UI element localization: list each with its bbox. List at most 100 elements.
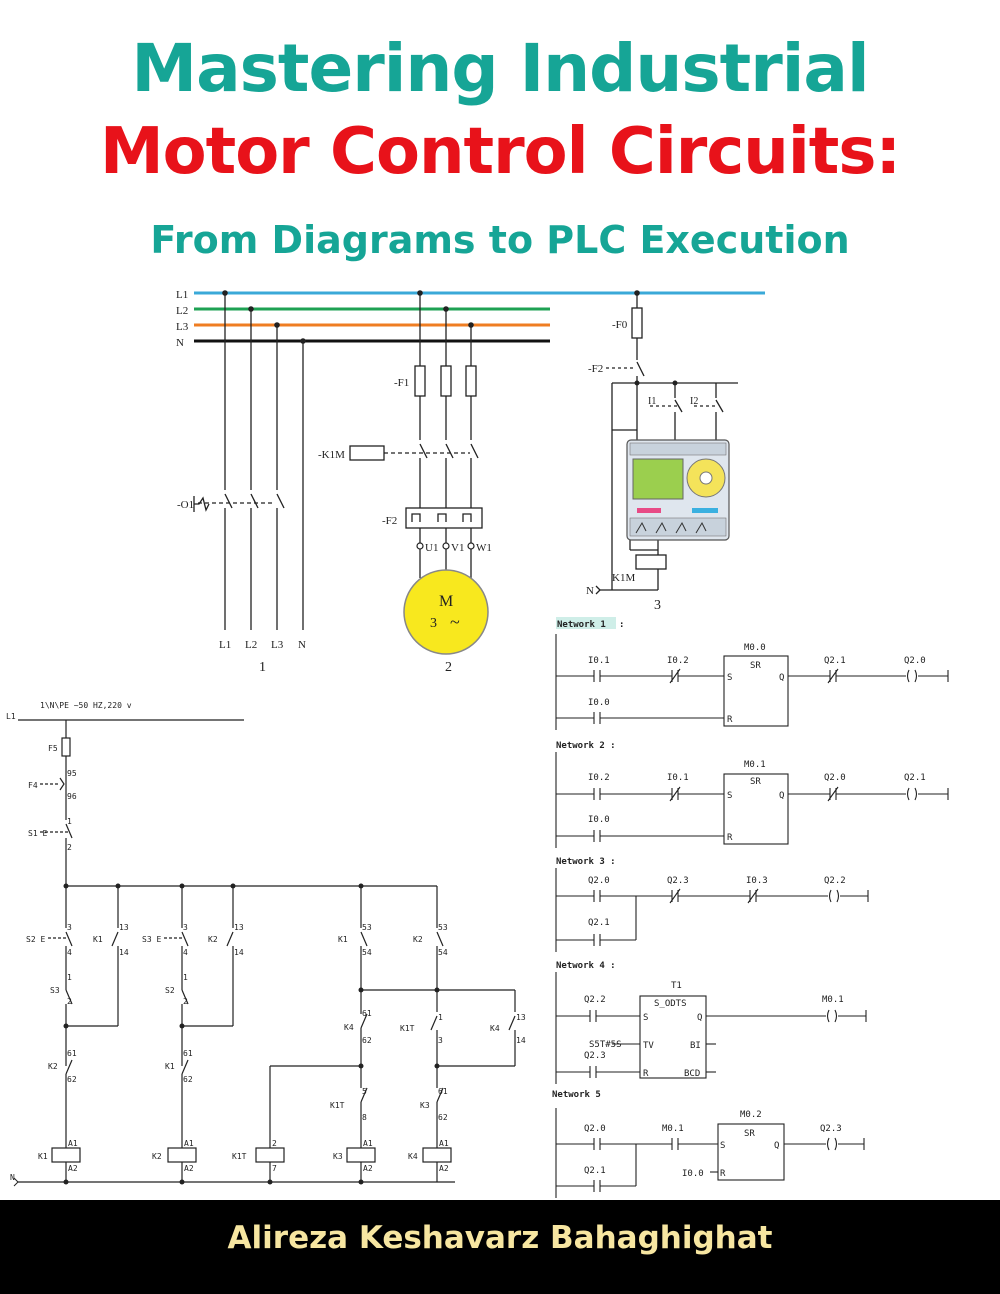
c2-s2: S2 [165,986,175,995]
motor-3: 3 [430,616,437,631]
ctrl-s1-2: 2 [67,843,72,852]
c1-a2: A2 [68,1164,78,1173]
title-line-2: Motor Control Circuits: [99,115,901,189]
terminal-v1: V1 [451,542,464,554]
bus-label-l1: L1 [176,289,188,301]
c4-k4: K4 [344,1023,354,1032]
c3-2: 2 [272,1139,277,1148]
circuit-number-3: 3 [654,598,661,613]
circuit-number-2: 2 [445,660,452,675]
motor-tilde: ~ [450,612,460,632]
c2-s3: S3 E [142,935,161,944]
c4-5: 5 [362,1087,367,1096]
bottom-n: N [298,639,306,651]
c4-k1t: K1T [330,1101,345,1110]
c5-53: 53 [438,923,448,932]
bus-label-n: N [176,337,184,349]
c5-a1: A1 [439,1139,449,1148]
c4-8: 8 [362,1113,367,1122]
n5-sr: SR [744,1129,755,1139]
bottom-l3: L3 [271,639,284,651]
n3-q22: Q2.2 [824,876,846,886]
n2-i02: I0.2 [588,773,610,783]
network-3-title: Network 3 : [556,857,616,867]
label-n-plc: N [586,585,594,597]
n5-m02: M0.2 [740,1110,762,1120]
n4-q: Q [697,1013,702,1023]
c4-61: 61 [362,1009,372,1018]
label-f0: -F0 [612,319,628,331]
c4-coil-k3: K3 [333,1152,343,1161]
ctrl-f5: F5 [48,744,58,753]
c4-54: 54 [362,948,372,957]
n1-q: Q [779,673,784,683]
n2-i00: I0.0 [588,815,610,825]
n4-q23: Q2.3 [584,1051,606,1061]
network-2-title: Network 2 : [556,741,616,751]
n4-t1: T1 [671,981,682,991]
supply-label: 1\N\PE ~50 HZ,220 v [40,701,132,710]
label-f2: -F2 [382,515,397,527]
bottom-l1: L1 [219,639,231,651]
n1-i00: I0.0 [588,698,610,708]
ctrl-96: 96 [67,792,77,801]
n5-m01: M0.1 [662,1124,684,1134]
c5-13: 13 [516,1013,526,1022]
c1-s3-1: 1 [67,973,72,982]
c2-61: 61 [183,1049,193,1058]
c1-s3-2: 2 [67,997,72,1006]
n4-r: R [643,1069,649,1079]
c4-62: 62 [362,1036,372,1045]
c5-62: 62 [438,1113,448,1122]
c1-a1: A1 [68,1139,78,1148]
n1-m00: M0.0 [744,643,766,653]
c5-1: 1 [438,1013,443,1022]
c5-54: 54 [438,948,448,957]
ctrl-n: N [10,1173,15,1182]
c2-s2-2: 2 [183,997,188,1006]
n5-q20: Q2.0 [584,1124,606,1134]
c1-coil-k1: K1 [38,1152,48,1161]
c2-13: 13 [234,923,244,932]
network-4-title: Network 4 : [556,961,616,971]
n5-q21: Q2.1 [584,1166,606,1176]
c2-a2: A2 [184,1164,194,1173]
c4-a1: A1 [363,1139,373,1148]
n4-q22: Q2.2 [584,995,606,1005]
bottom-l2: L2 [245,639,257,651]
network-1-colon: : [619,620,624,630]
c5-k2: K2 [413,935,423,944]
c1-4: 4 [67,948,72,957]
ctrl-95: 95 [67,769,77,778]
label-i2: I2 [690,396,698,407]
n2-r: R [727,833,733,843]
c1-k1: K1 [93,935,103,944]
c3-7: 7 [272,1164,277,1173]
c1-61: 61 [67,1049,77,1058]
n5-r: R [720,1169,726,1179]
terminal-u1: U1 [425,542,438,554]
label-f1: -F1 [394,377,409,389]
c2-k2: K2 [208,935,218,944]
c1-s2: S2 E [26,935,45,944]
c1-14: 14 [119,948,129,957]
motor-symbol [403,569,489,655]
c5-61: 61 [438,1087,448,1096]
c5-k1t: K1T [400,1024,415,1033]
label-f2-plc: -F2 [588,363,603,375]
n5-q23: Q2.3 [820,1124,842,1134]
n2-q: Q [779,791,784,801]
c2-14: 14 [234,948,244,957]
n1-q21: Q2.1 [824,656,846,666]
n5-q: Q [774,1141,779,1151]
c3-coil-k1t: K1T [232,1152,247,1161]
n4-s: S [643,1013,648,1023]
title-line-1: Mastering Industrial [0,30,1000,108]
title-word-industrial: Industrial [519,30,870,107]
n4-s5t: S5T#5S [589,1040,622,1050]
c5-k4: K4 [490,1024,500,1033]
ctrl-s1-1: 1 [67,817,72,826]
